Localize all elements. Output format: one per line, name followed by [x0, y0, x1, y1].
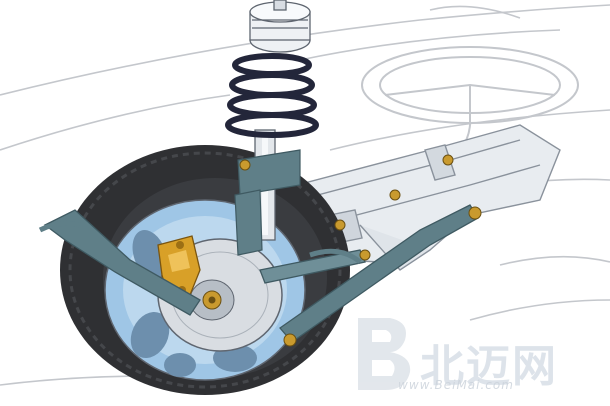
- beimai-b-logo-icon: [358, 318, 411, 390]
- coil-spring: [225, 53, 319, 138]
- watermark-url-text: www.BeiMai.com: [398, 378, 514, 392]
- strut-top-mount: [249, 0, 311, 53]
- stabilizer-bar: [38, 220, 362, 264]
- strut-body: [234, 129, 301, 256]
- mounting-bolts: [239, 154, 482, 347]
- watermark-brand-text: 北迈网: [420, 341, 558, 392]
